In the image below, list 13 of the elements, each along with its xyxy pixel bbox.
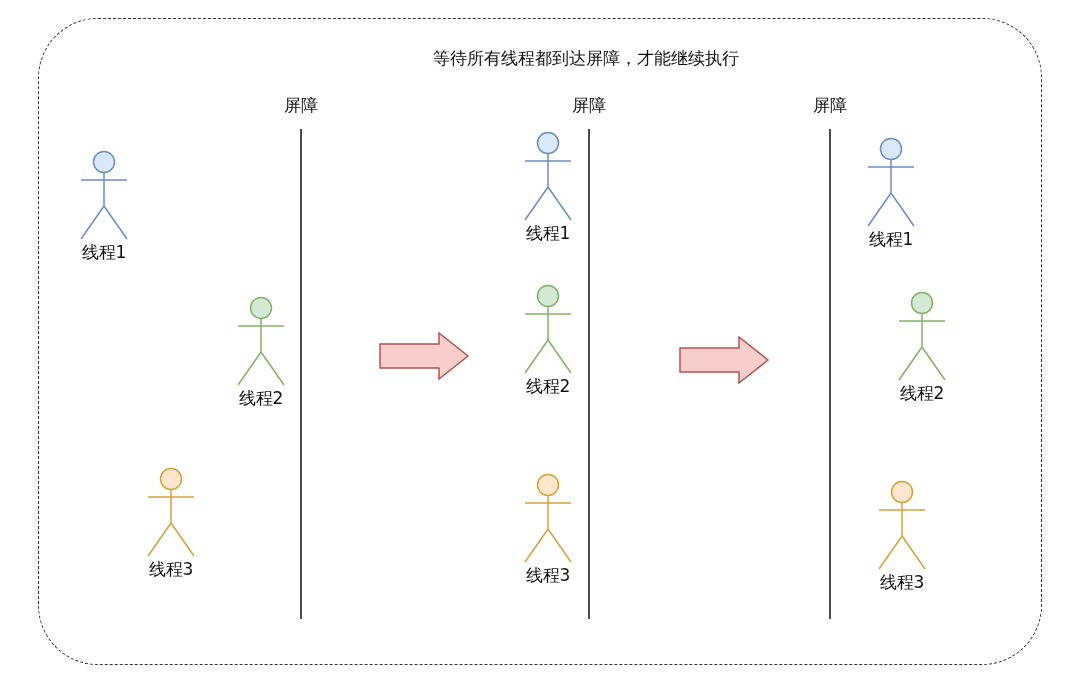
thread-label: 线程2 [898,382,946,405]
thread-label: 线程2 [524,375,572,398]
thread-label: 线程2 [237,387,285,410]
thread-label: 线程3 [147,558,195,581]
container-heading: 等待所有线程都到达屏障，才能继续执行 [433,47,739,70]
barrier-label: 屏障 [571,94,607,117]
thread-label: 线程1 [867,228,915,251]
thread-label: 线程1 [524,222,572,245]
barrier-label: 屏障 [812,94,848,117]
thread-label: 线程3 [878,571,926,594]
barrier-label: 屏障 [283,94,319,117]
thread-label: 线程3 [524,564,572,587]
thread-label: 线程1 [80,241,128,264]
